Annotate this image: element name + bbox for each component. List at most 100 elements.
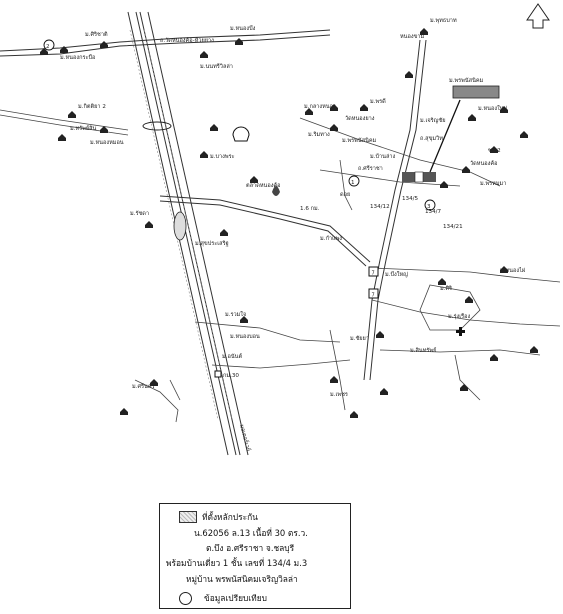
legend-row-5: หมู่บ้าน พรพนัสนิคมเจริญวิลล่า bbox=[186, 574, 298, 584]
fuel-station-icon bbox=[214, 370, 222, 378]
label-anan: ม.อนันต์ bbox=[222, 352, 242, 360]
svg-text:7: 7 bbox=[372, 271, 375, 277]
lower-left-road bbox=[134, 379, 179, 423]
vertical-road-2 bbox=[369, 39, 427, 381]
vertical-road bbox=[363, 39, 421, 381]
south-road bbox=[194, 321, 341, 343]
right-lower-road bbox=[454, 354, 481, 401]
label-nongmon: ม.หนองหมอน bbox=[90, 140, 124, 146]
top-road-2 bbox=[0, 34, 331, 57]
label-ban-lang: ม.บ้านล่าง bbox=[370, 153, 396, 160]
collateral-swatch-icon bbox=[179, 511, 197, 523]
east-road-3 bbox=[379, 349, 541, 356]
label-klang-nong: ม.กลางหนอง bbox=[304, 104, 336, 110]
label-soi-134-5: 134/5 bbox=[402, 196, 419, 202]
label-soi-134-12: 134/12 bbox=[370, 204, 390, 210]
shell-station-icon bbox=[232, 126, 250, 142]
label-km-16: 1.6 กม. bbox=[300, 206, 320, 212]
legend-row-2: น.62056 ล.13 เนื้อที่ 30 ตร.ว. bbox=[194, 528, 308, 538]
main-road bbox=[159, 195, 371, 263]
upper-road bbox=[299, 117, 501, 187]
north-arrow-icon bbox=[526, 3, 550, 29]
house-icons bbox=[40, 28, 538, 418]
south-branch bbox=[329, 329, 346, 411]
legend-row-6: ข้อมูลเปรียบเทียบ bbox=[204, 593, 267, 603]
soi-road bbox=[319, 169, 461, 187]
label-rung: ม.รุ่งเรือง bbox=[448, 313, 470, 320]
label-kittiya: ม.กิตติยา 2 bbox=[78, 103, 106, 110]
label-sapsin: ม.ทรัพย์สิน bbox=[70, 124, 97, 132]
label-rim-thang: ม.ริมทาง bbox=[308, 131, 330, 138]
svg-text:2: 2 bbox=[46, 44, 50, 50]
interchange bbox=[173, 211, 187, 241]
legend-row-4: พร้อมบ้านเดี่ยว 1 ชั้น เลขที่ 134/4 ม.3 bbox=[166, 558, 308, 568]
lower-left-branch bbox=[169, 379, 181, 401]
seven-eleven-icon-2: 7 bbox=[368, 288, 379, 299]
label-phrom: ม.พรหมมา bbox=[480, 181, 506, 187]
label-highway: มอเตอร์เวย์ bbox=[238, 423, 253, 451]
label-soi-134-7: 134/7 bbox=[425, 209, 442, 215]
label-sri-nakorn: ม.ศรีนคร bbox=[132, 383, 155, 390]
label-bueng-yai: ม.บึงใหญ่ bbox=[385, 271, 408, 278]
label-wat-phra: วัดหนองค้อ bbox=[470, 160, 497, 167]
overpass bbox=[142, 121, 172, 131]
label-chaiya: ม.ชัยยา bbox=[350, 335, 369, 342]
east-road bbox=[371, 267, 561, 283]
label-bang-phra: ม.บางพระ bbox=[210, 154, 235, 160]
hospital-icon bbox=[456, 327, 465, 336]
callout-box bbox=[452, 85, 500, 99]
label-kamphaeng: ม.กำแพง bbox=[320, 235, 342, 242]
seven-eleven-icon-1: 7 bbox=[368, 266, 379, 277]
legend-row-3: ต.บึง อ.ศรีราชา จ.ชลบุรี bbox=[206, 543, 295, 553]
label-soi-12: ซ.12 bbox=[488, 147, 501, 154]
label-taladnong: ตลาดหนองค้อ bbox=[246, 182, 281, 189]
west-road-2 bbox=[0, 114, 129, 136]
label-sukprasert: ม.สุขประเสริฐ bbox=[195, 240, 229, 247]
label-km-30: กม.30 bbox=[223, 373, 239, 379]
legend-box: ที่ตั้งหลักประกัน น.62056 ล.13 เนื้อที่ … bbox=[159, 503, 351, 609]
label-village-focus: ม.พรพนัสนิคม bbox=[342, 137, 377, 144]
marker-2: 2 bbox=[43, 39, 55, 51]
callout-label: ม.พรพนัสนิคม bbox=[449, 77, 484, 84]
label-sinsap: ม.สินทรัพย์ bbox=[410, 346, 436, 354]
legend-row-1: ที่ตั้งหลักประกัน bbox=[202, 512, 258, 522]
svg-text:1: 1 bbox=[351, 180, 355, 186]
label-soi-134-21: 134/21 bbox=[443, 224, 463, 230]
temple-icon bbox=[272, 186, 280, 196]
label-nonthaburi: ม.นนทรีวิลล่า bbox=[200, 63, 233, 70]
south-road-2 bbox=[211, 359, 351, 369]
west-road bbox=[0, 109, 129, 131]
label-phai: ม.เจริญชัย bbox=[420, 117, 446, 124]
marker-3: 3 bbox=[424, 199, 436, 211]
callout-line bbox=[429, 99, 461, 173]
soi-branch bbox=[339, 159, 353, 211]
label-phuttabat: ม.พุทธบาท bbox=[430, 17, 457, 24]
label-phon-dee: ม.พรดี bbox=[370, 98, 386, 105]
label-ratchada: ม.รัชดา bbox=[130, 210, 149, 217]
collateral-plot bbox=[414, 171, 424, 183]
label-rd-chonburi: ถ.วัดหนองค้อ-ห้วยยาง bbox=[160, 37, 214, 44]
label-doi: ดอย bbox=[340, 192, 350, 198]
east-road-2 bbox=[371, 299, 561, 327]
label-nongchang-bueng: ม.หนองบึง bbox=[230, 25, 256, 32]
label-phet: ม.เพชร bbox=[330, 391, 348, 398]
label-nong-bon: ม.หนองบอน bbox=[230, 334, 260, 340]
label-nongkham: หนองขาม bbox=[400, 34, 425, 40]
label-siri: ม.ศิริ bbox=[440, 285, 452, 292]
label-sukhumvit: ถ.สุขุมวิท bbox=[420, 135, 443, 142]
main-road-2 bbox=[159, 200, 367, 267]
marker-1: 1 bbox=[348, 175, 360, 187]
label-nongkraboe: ม.หนองกระบือ bbox=[60, 54, 95, 61]
label-sri-racha: ถ.ศรีราชา bbox=[358, 165, 383, 172]
label-nongmai: ม.หนองใหม่ bbox=[478, 105, 507, 112]
motorway bbox=[127, 11, 249, 456]
label-ruamjai: ม.รวมใจ bbox=[225, 311, 246, 318]
map-labels: ม.หนองบึง ม.พุทธบาท หนองขาม ม.ศิริชาติ ม… bbox=[60, 17, 525, 452]
comparison-circle-icon bbox=[179, 592, 192, 605]
label-wat-nong: วัดหนองยาง bbox=[345, 115, 375, 122]
svg-text:3: 3 bbox=[427, 204, 431, 210]
label-sirichat: ม.ศิริชาติ bbox=[85, 31, 108, 38]
svg-text:7: 7 bbox=[372, 293, 375, 299]
label-nong-phai: ม.หนองไผ่ bbox=[500, 267, 525, 274]
